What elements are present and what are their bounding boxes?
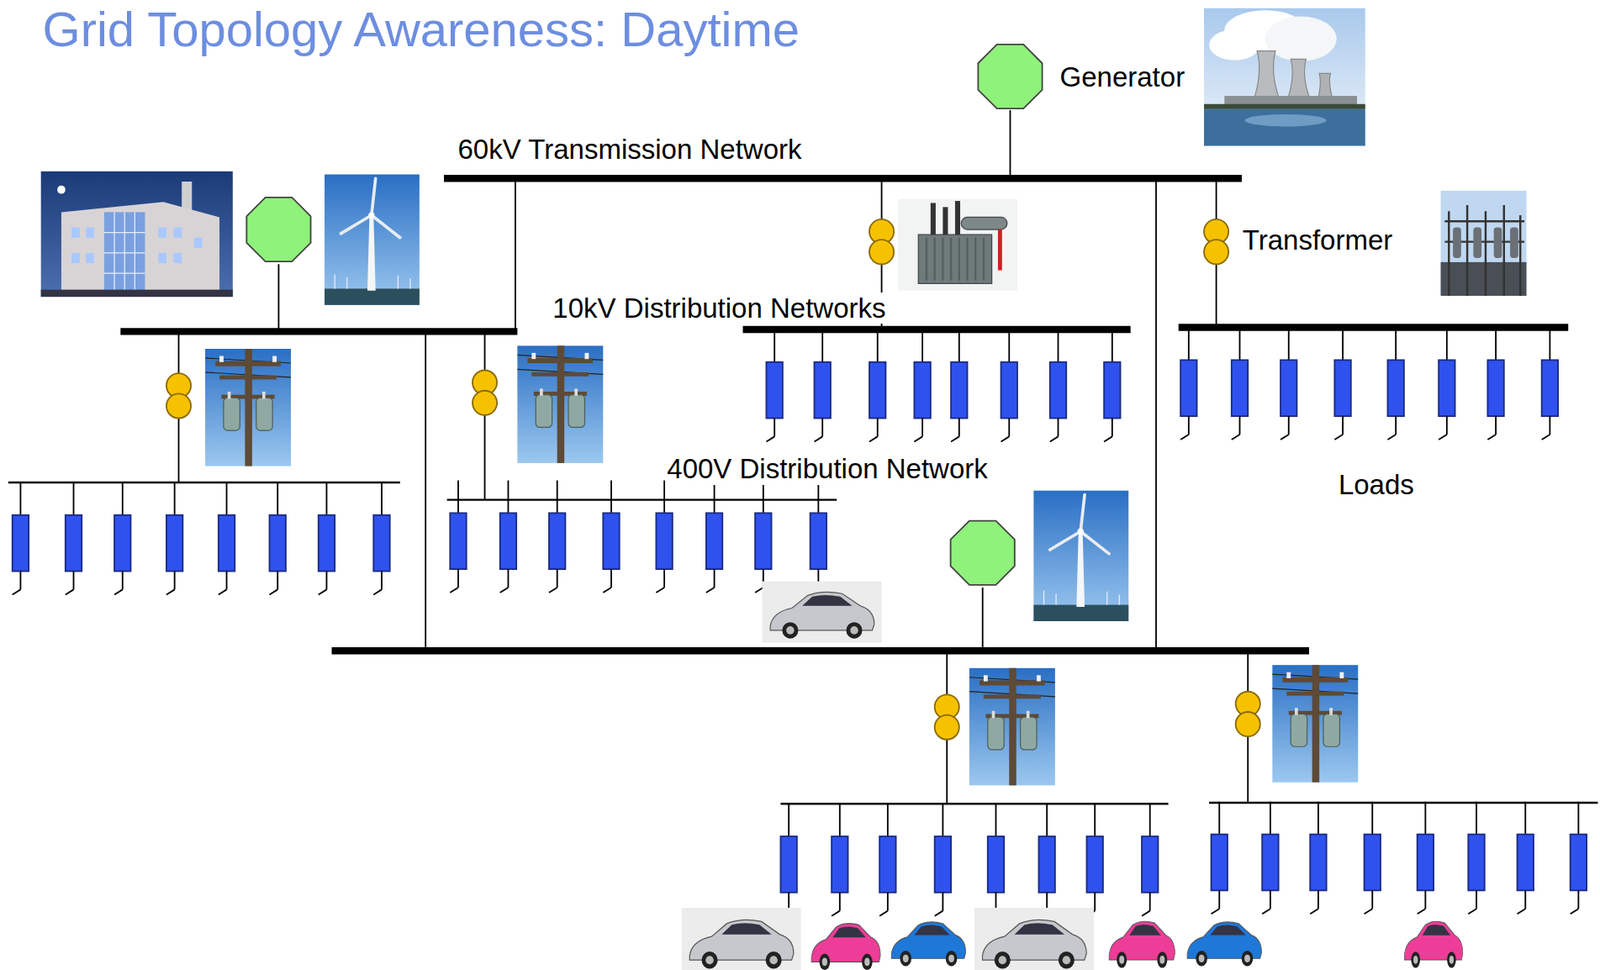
generator-symbol: [977, 44, 1042, 109]
load-symbol: [1086, 803, 1103, 916]
feeder-line: [179, 110, 1249, 804]
load-symbol: [166, 482, 183, 595]
transformer-symbol: [166, 373, 191, 418]
load-symbol: [1417, 802, 1434, 914]
pole-transformer-photo: [205, 348, 291, 467]
load-symbol: [1262, 802, 1278, 914]
load-symbol: [602, 480, 619, 593]
transformer-symbol: [869, 219, 894, 265]
network-label: 10kV Distribution Networks: [550, 292, 888, 325]
substation-photo: [1441, 190, 1527, 296]
load-symbol: [1050, 329, 1067, 442]
electric-car: [1108, 921, 1175, 968]
electric-car: [770, 591, 875, 639]
electric-car: [982, 919, 1088, 969]
load-group: [12, 327, 1587, 917]
pole-transformer-photo: [969, 668, 1056, 787]
pole-transformer-photo: [1272, 665, 1358, 783]
load-symbol: [1001, 329, 1018, 442]
transformer-symbol: [1203, 219, 1229, 265]
network-label: 60kV Transmission Network: [456, 133, 804, 166]
transformer-photo: [897, 199, 1018, 291]
load-symbol: [65, 482, 82, 595]
generator-symbol: [950, 521, 1015, 586]
load-symbol: [810, 480, 827, 593]
transformer-label: Transformer: [1240, 224, 1395, 257]
load-symbol: [1438, 327, 1455, 440]
load-symbol: [950, 329, 967, 442]
load-symbol: [12, 482, 29, 595]
load-symbol: [1038, 803, 1055, 916]
load-symbol: [1541, 327, 1558, 440]
power-plant-photo: [1203, 8, 1366, 147]
low-voltage-bus: [8, 482, 1599, 804]
load-symbol: [1309, 802, 1326, 914]
electric-car: [1404, 921, 1463, 968]
load-symbol: [1364, 802, 1381, 914]
wind-turbine-photo: [324, 174, 420, 306]
load-symbol: [114, 482, 131, 595]
load-symbol: [755, 480, 771, 593]
load-symbol: [1231, 327, 1248, 440]
load-symbol: [780, 803, 797, 916]
bus-bar: [120, 178, 1569, 651]
loads-label: Loads: [1336, 469, 1416, 502]
car-photos: [681, 581, 1463, 970]
electric-car: [811, 924, 881, 970]
load-symbol: [1570, 802, 1587, 914]
load-symbol: [765, 329, 782, 442]
load-symbol: [934, 803, 951, 916]
network-label: 400V Distribution Network: [665, 453, 990, 486]
load-symbol: [1211, 802, 1228, 914]
load-symbol: [1517, 802, 1534, 914]
load-symbol: [269, 482, 286, 595]
load-symbol: [869, 329, 886, 442]
load-symbol: [987, 803, 1004, 916]
load-symbol: [706, 480, 723, 593]
load-symbol: [1467, 802, 1484, 914]
load-symbol: [1141, 803, 1158, 916]
load-symbol: [1280, 327, 1297, 440]
load-symbol: [549, 480, 566, 593]
load-symbol: [373, 482, 390, 595]
load-symbol: [500, 480, 517, 593]
load-symbol: [831, 803, 848, 916]
building-photo: [41, 171, 233, 297]
transformer-symbol: [472, 369, 497, 415]
load-symbol: [913, 329, 930, 442]
transformer-symbol: [1235, 691, 1261, 737]
diagram-title: Grid Topology Awareness: Daytime: [41, 1, 803, 59]
load-symbol: [1180, 327, 1197, 440]
load-symbol: [1334, 327, 1351, 440]
generator-label: Generator: [1058, 61, 1188, 94]
pole-transformer-photo: [517, 345, 603, 464]
electric-car: [891, 922, 966, 967]
load-symbol: [318, 482, 335, 595]
load-symbol: [449, 480, 466, 593]
load-symbol: [1487, 327, 1504, 440]
load-symbol: [1103, 329, 1120, 442]
transformer-symbol: [934, 694, 960, 740]
load-symbol: [1387, 327, 1404, 440]
electric-car: [689, 919, 794, 969]
load-symbol: [813, 329, 830, 442]
load-symbol: [655, 480, 672, 593]
wind-turbine-photo: [1033, 491, 1129, 622]
generator-symbol: [246, 197, 311, 262]
load-symbol: [879, 803, 896, 916]
load-symbol: [218, 482, 235, 595]
electric-car: [1187, 922, 1262, 967]
